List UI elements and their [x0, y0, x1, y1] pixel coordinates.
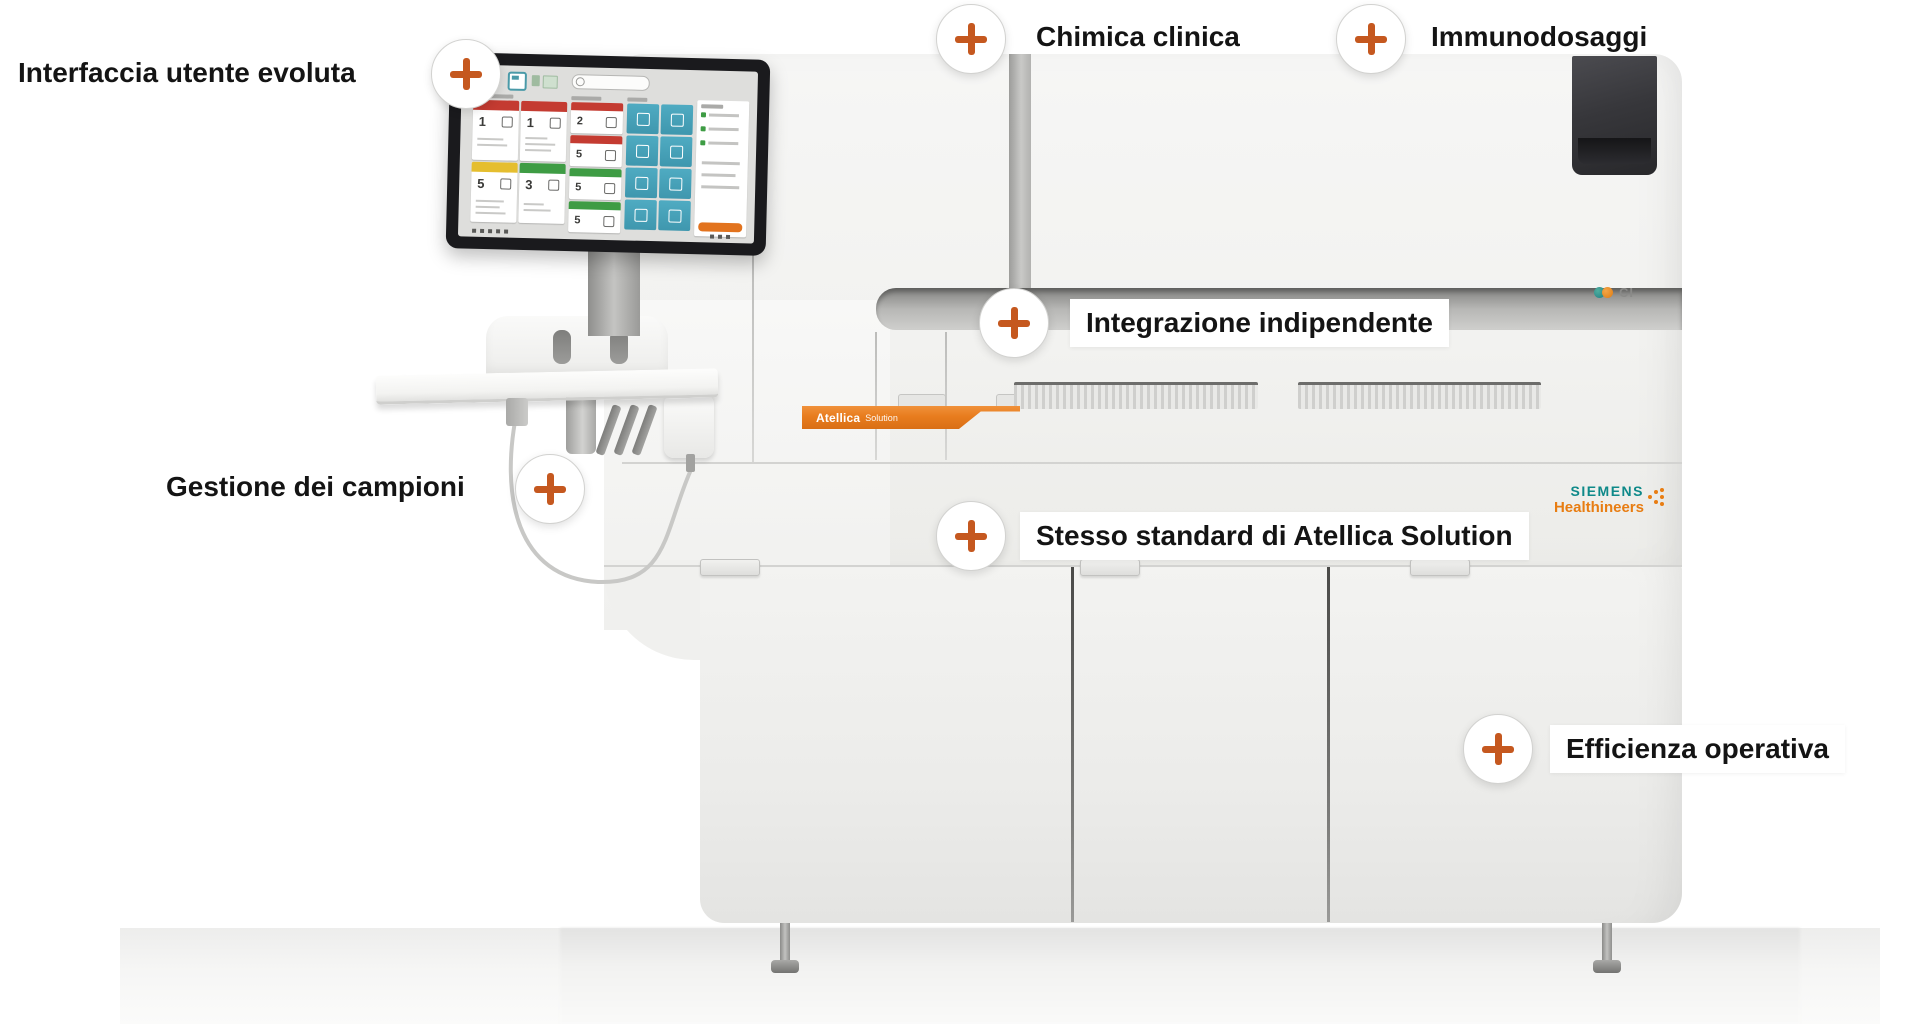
machine-module-seam [1009, 54, 1031, 306]
plus-icon [998, 307, 1030, 339]
app-tile [659, 136, 693, 168]
app-tile [660, 104, 694, 136]
cabinet-door-handle [700, 559, 760, 576]
machine-reflection [560, 928, 1800, 1024]
healthineers-wordmark: Healthineers [1553, 499, 1644, 516]
search-icon [575, 77, 585, 87]
healthineers-dots-icon [1648, 488, 1666, 506]
instrument-icon [507, 71, 527, 91]
teal-dot-icon [1594, 286, 1605, 298]
plus-icon [955, 520, 987, 552]
module-icon [542, 75, 558, 89]
probe-tip [686, 454, 695, 472]
section-header-bar [627, 97, 648, 102]
queue-card: 5 [568, 201, 621, 234]
app-tile [625, 135, 659, 167]
app-tile [658, 168, 692, 200]
cabinet-door-handle [1410, 559, 1470, 576]
panel-seam [752, 252, 754, 462]
siemens-healthineers-logo: SIEMENS Healthineers [1516, 484, 1666, 526]
machine-lower-cabinet [700, 565, 1682, 923]
panel-seam [945, 332, 947, 460]
cabinet-door-gap [1071, 567, 1074, 922]
status-card: 3 [518, 162, 566, 224]
hotspot-label-interfaccia: Interfaccia utente evoluta [18, 57, 356, 88]
reagent-drawer [1014, 382, 1258, 409]
probe-cable [508, 404, 692, 585]
handler-slot [553, 330, 571, 364]
module-icon [531, 75, 540, 87]
status-card: 1 [519, 100, 568, 162]
queue-card: 2 [570, 102, 624, 135]
plus-icon [450, 58, 482, 90]
primary-action-button [698, 222, 743, 233]
hotspot-label-chimica: Chimica clinica [1036, 21, 1240, 52]
queue-card: 5 [568, 168, 622, 201]
sample-input-bay-lip [1578, 138, 1651, 164]
monitor-stand [588, 240, 640, 336]
leveling-foot-base [771, 960, 799, 973]
hotspot-label-efficienza: Efficienza operativa [1550, 725, 1845, 773]
hotspot-label-gestione: Gestione dei campioni [166, 471, 465, 502]
reagent-drawer [1298, 382, 1541, 409]
cabinet-seam-line [604, 565, 1682, 567]
small-drawer-vent [898, 394, 946, 407]
plus-icon [534, 473, 566, 505]
hotspot-button-immunodosaggi[interactable] [1336, 4, 1406, 74]
probe-pod [664, 394, 714, 458]
plus-icon [1482, 733, 1514, 765]
leveling-foot-base [1593, 960, 1621, 973]
app-tile [624, 167, 658, 199]
sample-handler-housing [486, 316, 668, 378]
side-list-panel [694, 100, 750, 238]
leveling-foot [780, 923, 790, 967]
hotspot-button-integrazione[interactable] [979, 288, 1049, 358]
product-nameplate: Atellica Solution [802, 406, 1020, 429]
product-variant: Solution [865, 412, 898, 423]
section-header-bar [571, 96, 602, 101]
status-card: 1 [471, 99, 520, 161]
hotspot-label-stesso-standard: Stesso standard di Atellica Solution [1020, 512, 1529, 560]
handler-slot [610, 330, 628, 364]
cabinet-door-gap [1327, 567, 1330, 922]
hotspot-button-interfaccia[interactable] [431, 39, 501, 109]
panel-seam [875, 332, 877, 460]
robotic-arm-column [566, 392, 596, 454]
hotspot-button-efficienza[interactable] [1463, 714, 1533, 784]
body-seam-line [622, 462, 1682, 464]
status-card: 5 [470, 161, 518, 223]
hotspot-button-stesso-standard[interactable] [936, 501, 1006, 571]
leveling-foot [1602, 923, 1612, 967]
tray-support [506, 398, 528, 426]
cabinet-door-handle [1080, 559, 1140, 576]
hotspot-label-immunodosaggi: Immunodosaggi [1431, 21, 1648, 52]
hotspot-button-chimica[interactable] [936, 4, 1006, 74]
plus-icon [1355, 23, 1387, 55]
module-badge: CI [1594, 283, 1664, 301]
plus-icon [955, 23, 987, 55]
queue-card: 5 [569, 135, 623, 168]
app-tile [626, 103, 660, 135]
hotspot-label-integrazione: Integrazione indipendente [1070, 299, 1449, 347]
search-input [571, 74, 650, 91]
hotspot-button-gestione[interactable] [515, 454, 585, 524]
app-tile [624, 199, 657, 231]
module-code: CI [1619, 284, 1634, 300]
monitor-screen: 1 1 5 3 2 5 5 [457, 64, 759, 244]
app-tile [658, 200, 691, 232]
siemens-wordmark: SIEMENS [1570, 483, 1644, 499]
product-name: Atellica [816, 410, 861, 425]
orange-dot-icon [1602, 286, 1613, 298]
